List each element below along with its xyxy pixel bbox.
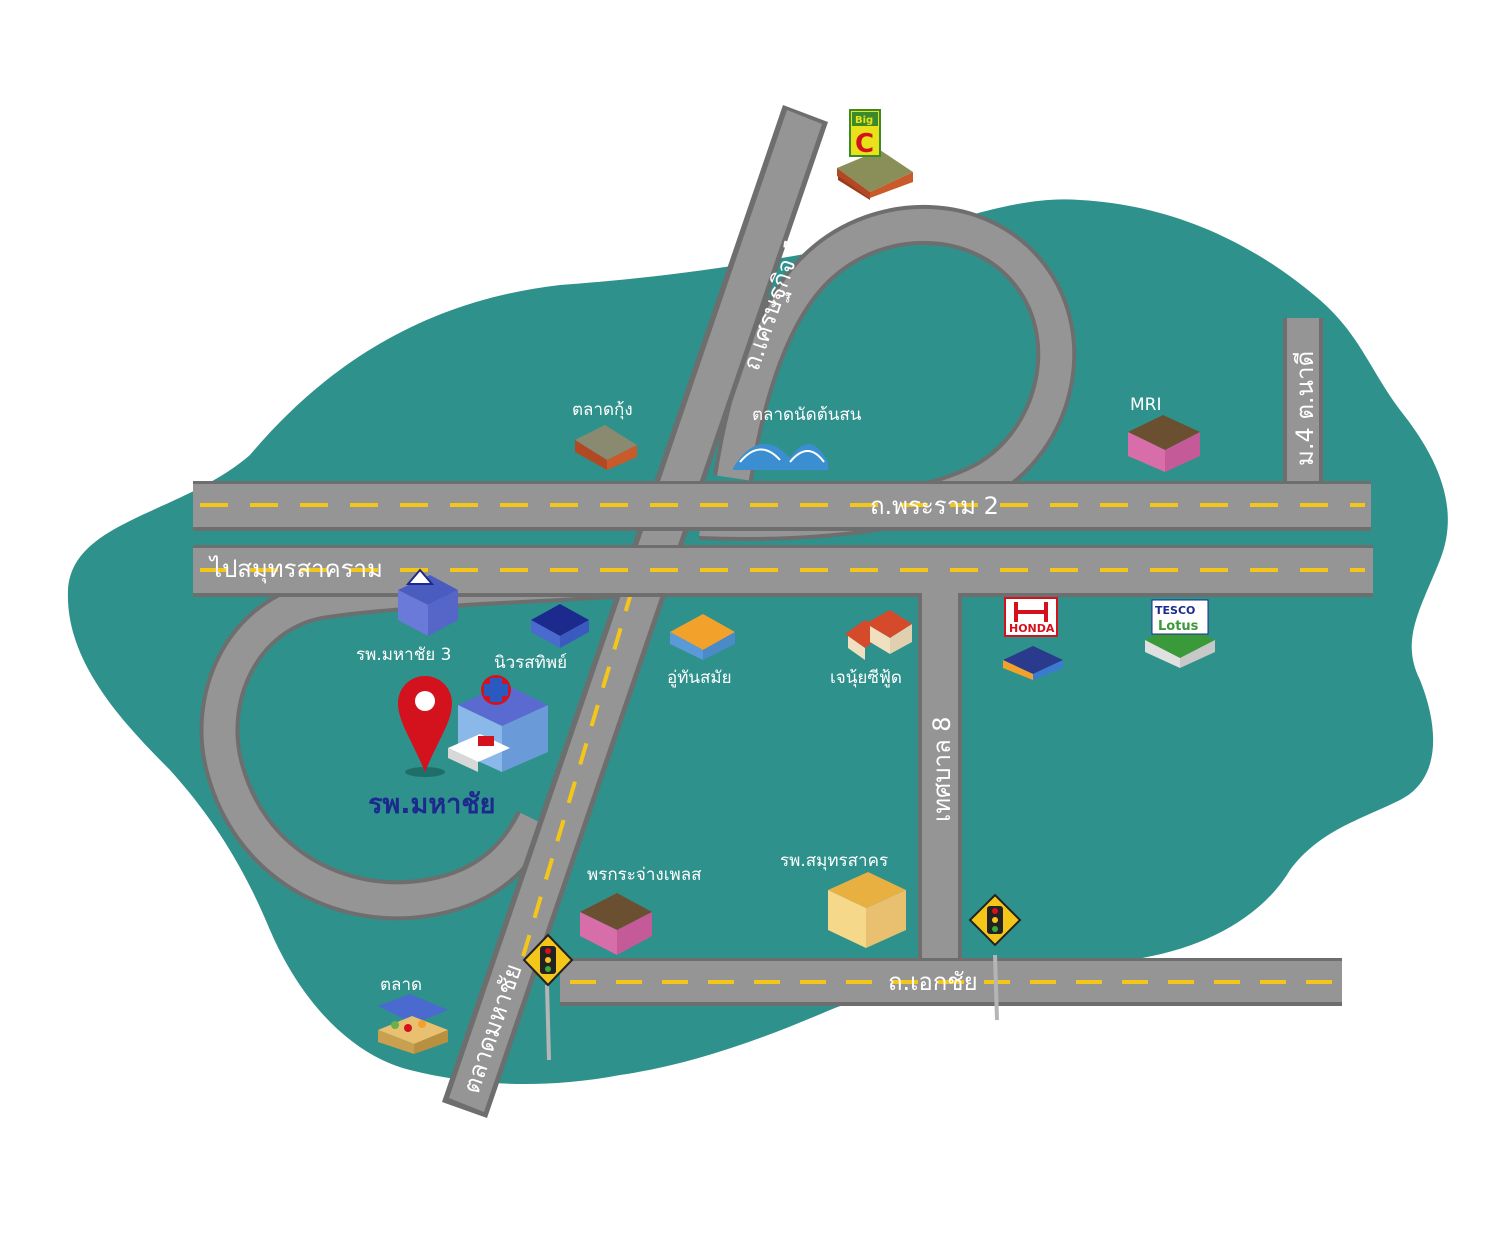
label-ekachai: ถ.เอกชัย xyxy=(888,968,978,996)
label-rama2: ถ.พระราม 2 xyxy=(870,492,999,520)
hospital-icon xyxy=(481,675,511,705)
label-talad-kung: ตลาดกุ้ง xyxy=(572,400,633,420)
label-hospital: รพ.มหาชัย xyxy=(368,789,495,820)
label-u-thansamai: อู่ทันสมัย xyxy=(667,668,732,688)
chenui-houses xyxy=(845,610,912,660)
phorn-building xyxy=(580,893,652,955)
label-tessaban8: เทศบาล 8 xyxy=(928,716,956,822)
tesco-logo-text: TESCO xyxy=(1155,604,1195,617)
label-mri: MRI xyxy=(1130,395,1162,415)
honda-building: HONDA xyxy=(1003,597,1063,680)
road-ekachai xyxy=(560,958,1342,1006)
tesco-lotus-building: TESCO Lotus xyxy=(1145,599,1215,668)
label-phorn: พรกระจ่างเพลส xyxy=(587,865,702,885)
diagonal-road xyxy=(442,105,828,1118)
hospital-mahachai-building xyxy=(448,675,548,772)
u-thansamai-building xyxy=(670,614,735,660)
road-rama2 xyxy=(193,481,1371,531)
talad-nat-domes xyxy=(733,443,828,470)
land-area xyxy=(67,199,1448,1085)
map-pin-icon xyxy=(398,676,452,777)
label-moo4: ม.4 ต.นาดี xyxy=(1291,351,1319,466)
mri-building xyxy=(1128,415,1200,472)
bigc-landmark: Big C xyxy=(837,109,913,200)
traffic-light-icon-2 xyxy=(968,893,1022,1021)
market-stall xyxy=(378,994,448,1054)
road-moo4 xyxy=(1283,318,1323,488)
samut-hospital-building xyxy=(828,872,906,948)
mahachai3-building xyxy=(398,568,458,636)
road-tessaban8 xyxy=(918,593,962,973)
label-chenui: เจนุ้ยซีฟู้ด xyxy=(830,668,902,688)
honda-logo-text: HONDA xyxy=(1009,622,1055,635)
label-talad-nat: ตลาดนัดต้นสน xyxy=(752,405,862,425)
label-niwat: นิวรสทิพย์ xyxy=(494,653,567,673)
label-mahachai3: รพ.มหาชัย 3 xyxy=(356,645,451,665)
label-talad: ตลาด xyxy=(380,975,422,995)
niwat-building xyxy=(531,604,589,648)
label-samut-hosp: รพ.สมุทรสาคร xyxy=(780,851,888,871)
bigc-logo-top: Big xyxy=(855,115,873,126)
lotus-logo-text: Lotus xyxy=(1158,619,1199,634)
talad-kung-building xyxy=(575,425,637,470)
bigc-logo-letter: C xyxy=(855,129,874,159)
label-to-samut: ไปสมุทรสาคราม xyxy=(208,555,383,584)
traffic-light-icon xyxy=(522,933,574,1061)
road-to-samut xyxy=(193,545,1373,597)
